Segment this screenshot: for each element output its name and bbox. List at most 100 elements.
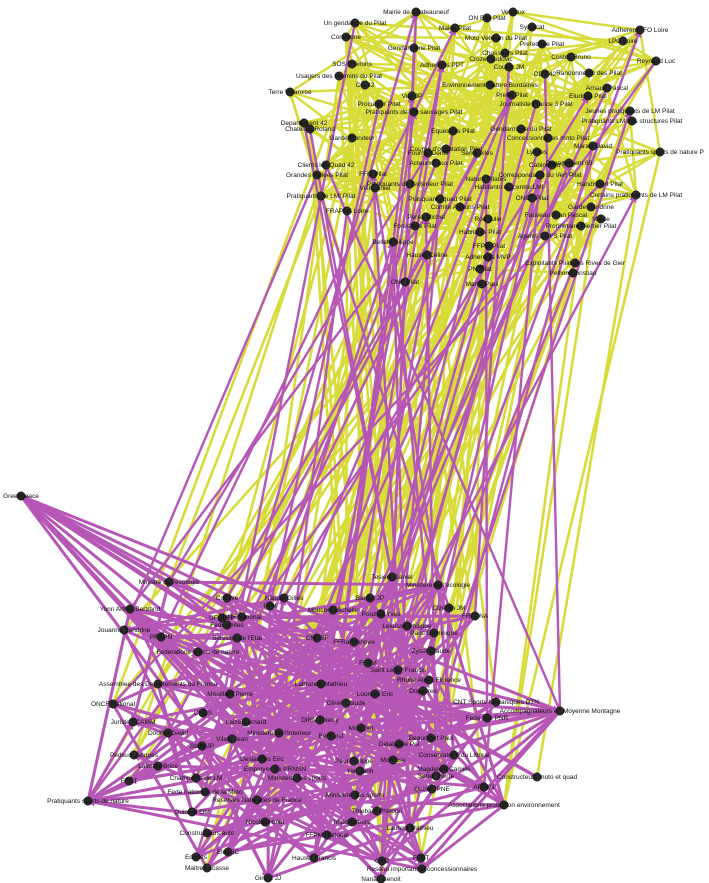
node-label: Pratiquants sports de nature bbox=[47, 798, 129, 805]
node-label: Constructeurs moto et quad bbox=[497, 774, 578, 781]
node-label: Exploitants Pilat des Rives de Gier bbox=[525, 260, 626, 267]
node-label: Desjardins Eric bbox=[240, 756, 284, 763]
node-dot bbox=[387, 572, 397, 582]
graph-node: Martin Paul bbox=[466, 279, 499, 289]
node-dot bbox=[377, 856, 387, 866]
node-label: Sutter Pierre bbox=[418, 773, 455, 780]
node-dot bbox=[350, 790, 360, 800]
node-dot bbox=[237, 612, 247, 622]
node-label: Lexusse Philippe bbox=[382, 623, 432, 630]
node-dot bbox=[439, 764, 449, 774]
node-label: DDT 42 bbox=[534, 71, 557, 78]
node-dot bbox=[342, 206, 352, 216]
node-dot bbox=[241, 717, 251, 727]
graph-node: Pouzols Yves bbox=[362, 609, 401, 619]
node-dot bbox=[437, 60, 447, 70]
node-label: Labrande Mathieu bbox=[295, 681, 348, 688]
node-label: Costes Bruno bbox=[551, 54, 591, 61]
graph-node: Ministre de l'ecologie bbox=[139, 577, 200, 587]
node-label: Greenpeace bbox=[3, 493, 39, 500]
edge-purple bbox=[19, 494, 277, 771]
node-label: Forestiers Pilat bbox=[393, 223, 437, 230]
graph-node: Agents DDFS Pilat bbox=[518, 231, 572, 241]
node-dot bbox=[507, 90, 517, 100]
node-label: Paul Philippe bbox=[335, 758, 373, 765]
graph-node: Federations sports de nature bbox=[156, 647, 240, 657]
edge-purple bbox=[235, 10, 418, 640]
node-label: Handisport Pilat bbox=[577, 181, 623, 188]
node-label: Rod Julie bbox=[474, 216, 501, 223]
edge-purple bbox=[122, 173, 319, 632]
node-dot bbox=[341, 698, 351, 708]
edge-yellow bbox=[638, 28, 662, 154]
graph-node: Moto Veteran du Pilat bbox=[465, 33, 527, 43]
edge-purple bbox=[405, 193, 638, 628]
node-dot bbox=[427, 784, 437, 794]
graph-node: Codeve bbox=[216, 593, 239, 603]
node-dot bbox=[504, 182, 514, 192]
graph-node: Pedeux Jacques bbox=[110, 750, 159, 760]
graph-node: Clients loc Quad 42 bbox=[298, 160, 355, 170]
node-label: Rhone Alpes Florence bbox=[397, 677, 461, 684]
node-dot bbox=[164, 577, 174, 587]
node-dot bbox=[108, 699, 118, 709]
node-dot bbox=[405, 823, 415, 833]
edge-purple bbox=[19, 494, 171, 584]
graph-node: FFCT bbox=[121, 776, 137, 786]
node-label: Hauser Francis bbox=[292, 855, 337, 862]
graph-node: Departement 69 bbox=[546, 158, 593, 168]
node-dot bbox=[426, 646, 436, 656]
node-label: Agents DDFS Pilat bbox=[518, 233, 572, 240]
edge-purple bbox=[167, 151, 430, 584]
node-dot bbox=[410, 221, 420, 231]
graph-node: Handisport Pilat bbox=[577, 179, 623, 189]
node-dot bbox=[470, 611, 480, 621]
graph-node: Pratiquants de l'exterieur Pilat bbox=[367, 179, 453, 189]
edge-purple bbox=[200, 678, 431, 748]
edge-yellow bbox=[503, 39, 625, 55]
node-dot bbox=[433, 580, 443, 590]
graph-node: Juriste FCAMM bbox=[111, 717, 155, 727]
graph-node: Ministere des sports bbox=[326, 790, 385, 800]
node-dot bbox=[197, 741, 207, 751]
node-dot bbox=[486, 54, 496, 64]
node-label: Olivie Claude bbox=[327, 700, 366, 707]
node-dot bbox=[292, 773, 302, 783]
node-label: Tesiere Daniel bbox=[371, 574, 413, 581]
node-label: SOS chemins bbox=[332, 61, 372, 68]
graph-node: Reynaud Luc bbox=[637, 56, 676, 66]
graph-node: Jeunes pratiquants de LM Pilat bbox=[585, 106, 675, 116]
graph-node: Edudes bbox=[185, 852, 208, 862]
edge-purple bbox=[352, 640, 423, 860]
graph-node: Lycees bbox=[527, 147, 548, 157]
node-label: UFOLEP bbox=[209, 615, 235, 622]
graph-node: FFRandonnee bbox=[333, 637, 375, 647]
node-dot bbox=[431, 158, 441, 168]
graph-node: Mairie Pilat bbox=[439, 23, 471, 33]
node-label: Cizeron JM bbox=[433, 605, 466, 612]
node-label: Reserves Naturelles de France bbox=[212, 797, 302, 804]
node-label: Pratiquants quad Pilat bbox=[408, 196, 472, 203]
graph-node: Ministere de l'ecologie bbox=[406, 580, 470, 590]
node-dot bbox=[564, 158, 574, 168]
edge-purple bbox=[128, 607, 363, 730]
graph-node: Syndicat bbox=[520, 22, 545, 32]
node-label: Clients loc Quad 42 bbox=[298, 162, 355, 169]
graph-node: Acteurs Eaux Pilat bbox=[409, 158, 463, 168]
node-dot bbox=[347, 59, 357, 69]
graph-node: ONCF Pilat bbox=[516, 193, 549, 203]
graph-node: Elus JC bbox=[217, 847, 239, 857]
node-label: Reynaud Luc bbox=[637, 58, 676, 65]
node-label: Pratiquants de l'exterieur Pilat bbox=[367, 181, 453, 188]
graph-node: AFPAN bbox=[473, 782, 495, 792]
node-label: Bardet JP bbox=[356, 595, 385, 602]
node-dot bbox=[540, 231, 550, 241]
graph-node: Laurent Mathieu bbox=[387, 823, 434, 833]
graph-node: Forestiers Pilat bbox=[393, 221, 437, 231]
node-label: Nicolas Hulot bbox=[246, 819, 284, 826]
node-label: Verdaux bbox=[501, 9, 526, 16]
node-label: Marais David bbox=[574, 143, 612, 150]
node-label: Vilain Jean bbox=[216, 736, 248, 743]
node-label: Zyser Claude bbox=[412, 648, 451, 655]
node-dot bbox=[584, 68, 594, 78]
